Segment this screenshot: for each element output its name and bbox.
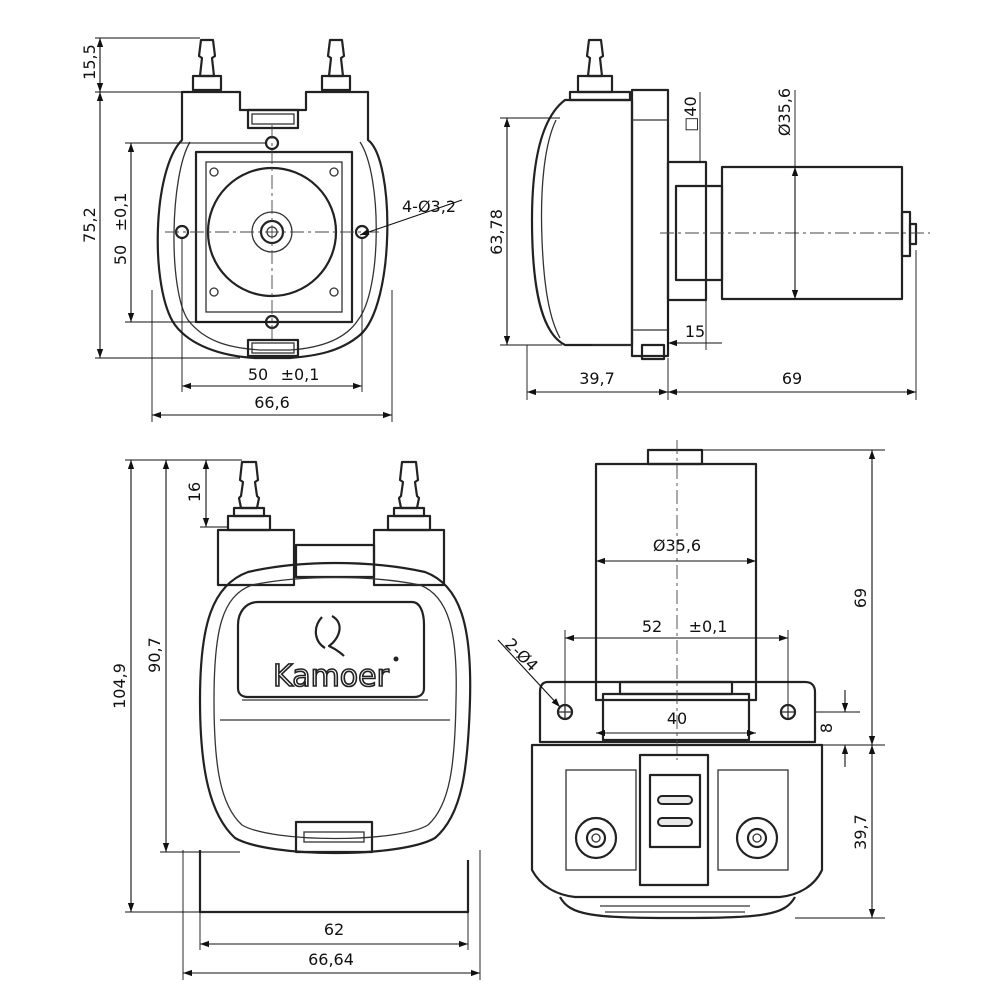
top-port-left <box>574 816 618 860</box>
dim-front-hole-spacing-h: 50 <box>248 365 268 384</box>
dim-back-width: 66,64 <box>308 950 354 969</box>
dim-top-motor-length: 69 <box>851 588 870 608</box>
top-port-right <box>735 816 779 860</box>
front-plate <box>194 150 354 324</box>
dim-front-holes: 4-Ø3,2 <box>402 197 456 216</box>
front-dimensions: 15,5 75,2 50 ±0,1 4-Ø3,2 50 ±0,1 66,6 <box>80 37 463 422</box>
side-head-body <box>530 98 634 347</box>
front-barb-left <box>191 38 223 92</box>
dim-top-head-depth: 39,7 <box>851 814 870 850</box>
back-base-plate <box>198 850 470 914</box>
dim-back-body-height: 90,7 <box>145 637 164 673</box>
back-barb-right <box>386 460 432 532</box>
back-frame-outer <box>198 561 472 855</box>
dim-side-motor-length: 69 <box>782 369 802 388</box>
back-barb-left <box>226 460 272 532</box>
dim-front-width: 66,6 <box>254 393 290 412</box>
top-flange <box>538 680 817 744</box>
side-view <box>530 38 930 361</box>
back-logo-window <box>236 600 426 699</box>
dim-side-square: □40 <box>681 96 700 131</box>
back-dimensions: 16 90,7 104,9 62 66,64 <box>110 459 481 980</box>
dim-top-hole-spacing: 52 <box>642 617 662 636</box>
dim-side-head-depth: 39,7 <box>579 369 615 388</box>
dim-back-base-width: 62 <box>324 920 344 939</box>
dim-back-inlet: 16 <box>185 482 204 502</box>
dim-top-holes: 2-Ø4 <box>501 634 542 675</box>
kamoer-logo: Kamoer <box>272 615 399 695</box>
dim-side-flange: 15 <box>685 322 705 341</box>
dim-side-diameter: Ø35,6 <box>775 88 794 136</box>
dim-front-total-height: 75,2 <box>80 207 99 243</box>
top-motor <box>594 462 758 684</box>
top-view <box>530 440 824 920</box>
dim-top-hole-spacing-tol: ±0,1 <box>689 617 728 636</box>
kamoer-logo-mark <box>314 615 345 657</box>
front-barb-right <box>320 38 352 92</box>
dim-back-total-height: 104,9 <box>110 663 129 709</box>
side-dimensions: □40 Ø35,6 63,78 15 39,7 69 <box>487 88 917 400</box>
dim-front-hole-spacing-v: 50 <box>111 245 130 265</box>
dim-front-inlet-height: 15,5 <box>80 44 99 80</box>
top-pump-head <box>530 743 824 899</box>
front-head-outline <box>156 90 389 360</box>
kamoer-logo-text: Kamoer <box>273 659 390 694</box>
dim-top-flange: 8 <box>817 723 836 733</box>
dim-side-height: 63,78 <box>487 209 506 255</box>
dim-front-hole-spacing-v-tol: ±0,1 <box>111 193 130 232</box>
front-view <box>156 38 389 360</box>
back-view: Kamoer <box>198 460 472 914</box>
dim-top-diameter: Ø35,6 <box>653 536 701 555</box>
top-dimensions: Ø35,6 52 ±0,1 2-Ø4 40 8 69 39,7 <box>497 449 885 919</box>
dim-front-hole-spacing-h-tol: ±0,1 <box>281 365 320 384</box>
dim-top-square: 40 <box>667 709 687 728</box>
